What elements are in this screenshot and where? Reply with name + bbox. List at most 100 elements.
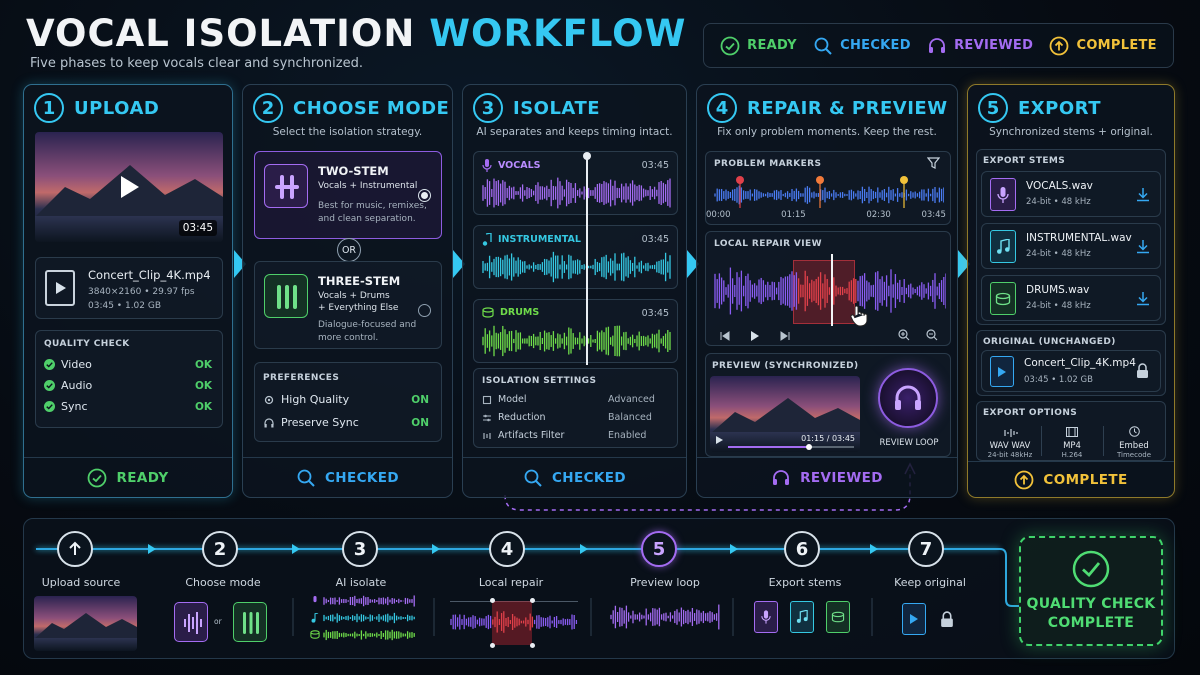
option-wav-sub: 24-bit 48kHz <box>987 451 1033 459</box>
file-name: Concert_Clip_4K.mp4 <box>88 268 211 282</box>
track-vocals-name: VOCALS <box>498 160 541 171</box>
marker-red[interactable] <box>736 176 744 184</box>
zoom-in-icon[interactable] <box>898 329 910 341</box>
isolation-settings-card: ISOLATION SETTINGS Model Advanced Reduct… <box>473 368 678 448</box>
step-5-waveform <box>610 604 720 630</box>
two-stem-desc-2: and clean separation. <box>318 214 416 224</box>
up-arrow-circle-icon <box>1015 470 1034 489</box>
quality-check-card: QUALITY CHECK Video OK Audio OK Sync OK <box>35 330 223 428</box>
step-2-circle[interactable]: 2 <box>202 531 238 567</box>
original-file[interactable]: Concert_Clip_4K.mp4 03:45 • 1.02 GB <box>981 350 1161 392</box>
three-stem-option[interactable]: THREE-STEM Vocals + Drums + Everything E… <box>254 261 442 349</box>
download-icon[interactable] <box>1136 187 1150 202</box>
step-1-circle[interactable] <box>57 531 93 567</box>
page-title: VOCAL ISOLATION WORKFLOW <box>26 12 686 55</box>
stem-drums[interactable]: DRUMS.wav 24-bit • 48 kHz <box>981 275 1161 321</box>
isolate-title: ISOLATE <box>513 97 601 119</box>
check-video-status: OK <box>194 358 212 371</box>
hand-cursor-icon <box>850 305 868 327</box>
three-stem-radio[interactable] <box>418 304 431 317</box>
two-stem-radio[interactable] <box>418 189 431 202</box>
step-3-circle[interactable]: 3 <box>342 531 378 567</box>
upload-num: 1 <box>34 93 64 123</box>
video-thumbnail[interactable]: 03:45 <box>35 132 223 242</box>
pref-high-quality[interactable]: High Quality ON <box>263 393 429 406</box>
original-meta: 03:45 • 1.02 GB <box>1024 375 1093 385</box>
isolate-desc: AI separates and keeps timing intact. <box>476 126 673 138</box>
pref-high-quality-value: ON <box>411 393 429 406</box>
stem-drums-name: DRUMS.wav <box>1026 284 1090 296</box>
quality-check-line-1: QUALITY CHECK <box>1026 596 1156 612</box>
export-stems-title: EXPORT STEMS <box>983 156 1066 166</box>
filter-icon[interactable] <box>927 157 940 169</box>
lock-icon <box>1137 363 1148 378</box>
lock-icon <box>941 611 953 627</box>
isolate-playhead[interactable] <box>583 152 591 365</box>
track-vocals[interactable]: VOCALS 03:45 <box>473 151 678 215</box>
legend-complete: COMPLETE <box>1049 36 1157 56</box>
step-6-vocals-file <box>754 601 778 633</box>
step-5-circle[interactable]: 5 <box>641 531 677 567</box>
check-audio: Audio OK <box>44 379 212 392</box>
headphones-icon <box>264 417 274 427</box>
two-stem-option[interactable]: TWO-STEM Vocals + Instrumental Best for … <box>254 151 442 239</box>
download-icon[interactable] <box>1136 239 1150 254</box>
two-stem-desc-1: Best for music, remixes, <box>318 201 427 211</box>
setting-artifacts: Artifacts Filter Enabled <box>482 430 672 441</box>
skip-back-icon[interactable] <box>720 331 730 341</box>
marker-ticks: 00:00 01:15 02:30 03:45 <box>706 210 946 220</box>
marker-orange[interactable] <box>816 176 824 184</box>
stem-instrumental[interactable]: INSTRUMENTAL.wav 24-bit • 48 kHz <box>981 223 1161 269</box>
marker-yellow[interactable] <box>900 176 908 184</box>
legend-checked-label: CHECKED <box>840 38 911 53</box>
review-loop-connector <box>504 470 911 511</box>
isolation-settings-title: ISOLATION SETTINGS <box>482 376 597 386</box>
step-6-circle[interactable]: 6 <box>784 531 820 567</box>
check-circle-icon <box>44 401 55 412</box>
step-7-circle[interactable]: 7 <box>908 531 944 567</box>
track-instrumental-name: INSTRUMENTAL <box>498 234 581 245</box>
play-icon[interactable] <box>716 436 723 444</box>
check-circle-icon <box>1072 550 1110 588</box>
tick-2: 02:30 <box>866 210 891 220</box>
preview-seekbar[interactable] <box>728 444 854 450</box>
step-6-drums-file <box>826 601 850 633</box>
skip-forward-icon[interactable] <box>780 331 790 341</box>
file-resolution: 3840×2160 • 29.97 fps <box>88 287 195 297</box>
play-icon[interactable] <box>119 174 141 200</box>
option-wav[interactable]: WAV WAV 24-bit 48kHz <box>981 422 1039 459</box>
download-icon[interactable] <box>1136 291 1150 306</box>
review-loop-label: REVIEW LOOP <box>879 438 939 448</box>
repair-playhead[interactable] <box>831 254 833 326</box>
pref-preserve-sync[interactable]: Preserve Sync ON <box>263 416 429 429</box>
video-duration: 03:45 <box>178 220 217 236</box>
repair-footer-status: REVIEWED <box>697 457 957 497</box>
track-drums[interactable]: DRUMS 03:45 <box>473 299 678 363</box>
video-file-icon <box>45 270 75 306</box>
original-title: ORIGINAL (UNCHANGED) <box>983 337 1116 347</box>
option-mp4[interactable]: MP4 H.264 <box>1043 422 1101 459</box>
drum-icon <box>482 307 494 318</box>
instrumental-file-icon <box>990 230 1016 263</box>
review-loop-button[interactable] <box>878 368 938 428</box>
stem-instrumental-meta: 24-bit • 48 kHz <box>1026 249 1091 259</box>
step-2-two-stem-icon <box>174 602 208 642</box>
step-4-circle[interactable]: 4 <box>489 531 525 567</box>
preview-video[interactable]: 01:15 / 03:45 <box>710 376 860 452</box>
microphone-icon <box>482 159 492 172</box>
track-instrumental[interactable]: INSTRUMENTAL 03:45 <box>473 225 678 289</box>
file-card[interactable]: Concert_Clip_4K.mp4 3840×2160 • 29.97 fp… <box>35 257 223 319</box>
export-options-card: EXPORT OPTIONS WAV WAV 24-bit 48kHz MP4 … <box>976 401 1166 461</box>
preferences-card: PREFERENCES High Quality ON Preserve Syn… <box>254 362 442 442</box>
tick-1: 01:15 <box>781 210 806 220</box>
option-timecode[interactable]: Embed Timecode <box>1105 422 1163 459</box>
step-3-instrumental-wave <box>323 612 415 624</box>
preferences-title: PREFERENCES <box>263 373 340 383</box>
stem-vocals[interactable]: VOCALS.wav 24-bit • 48 kHz <box>981 171 1161 217</box>
upload-title: UPLOAD <box>74 97 160 119</box>
step-5-label: Preview loop <box>630 576 700 589</box>
play-icon[interactable] <box>750 330 760 342</box>
zoom-out-icon[interactable] <box>926 329 938 341</box>
check-circle-icon <box>720 36 740 55</box>
filter-bars-icon <box>483 432 491 439</box>
